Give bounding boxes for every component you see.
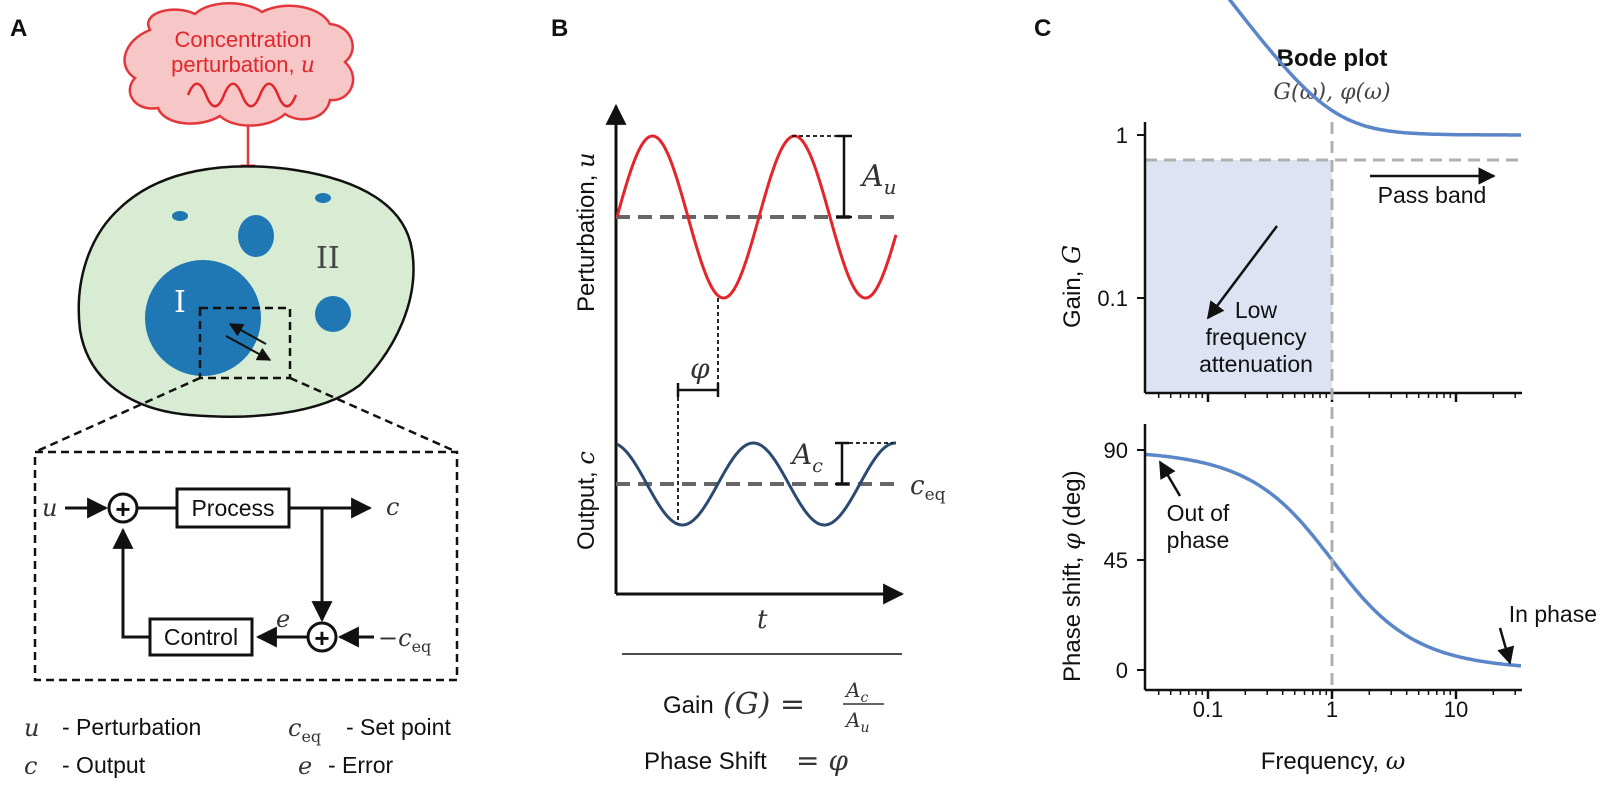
nucleus-large: [145, 260, 261, 376]
zoom-box: [198, 306, 292, 380]
compartment-2-label: II: [316, 241, 340, 276]
block-diagram-frame: [33, 450, 459, 682]
low-freq-line1: Low: [1235, 297, 1278, 323]
x-tick-label-01: 0.1: [1193, 697, 1224, 722]
out-of-phase-line1: Out of: [1167, 500, 1230, 526]
out-of-phase-arrow: [1158, 460, 1182, 497]
cloud-line1: Concentration: [175, 27, 312, 52]
control-feedback-arrow: [112, 527, 150, 639]
phase-ytick-label-0: 0: [1116, 658, 1128, 683]
in-phase-arrow: [1497, 627, 1515, 665]
panel-a-letter: A: [10, 15, 27, 42]
signal-e: e: [276, 605, 290, 633]
ceq-label: ceq: [910, 471, 946, 505]
cloud-line2: perturbation, u: [171, 52, 315, 78]
b-xlabel-t: t: [757, 605, 768, 635]
control-label: Control: [164, 624, 238, 650]
bode-subtitle: G(ω), φ(ω): [1273, 80, 1390, 105]
phi-label: φ: [690, 352, 710, 385]
gain-denominator: Au: [844, 708, 869, 736]
gain-ytick-label-1: 1: [1116, 123, 1128, 148]
panel-a: A Concentration perturbation, u I II u +…: [10, 2, 459, 780]
perturbation-cloud: [123, 2, 355, 127]
legend-u-text: - Perturbation: [62, 714, 201, 740]
legend-ceq-sym: ceq: [288, 714, 321, 746]
panel-c-letter: C: [1034, 15, 1051, 42]
panel-b-letter: B: [551, 15, 568, 42]
exchange-arrow-forward: [225, 335, 272, 361]
panel-c: C Bode plot G(ω), φ(ω) 1 0.1 Gain, G Pas…: [1034, 0, 1597, 775]
signal-u: u: [42, 494, 57, 522]
low-freq-line3: attenuation: [1199, 351, 1313, 377]
bode-xlabel: Frequency, ω: [1261, 747, 1406, 775]
phase-ylabel: Phase shift, φ (deg): [1058, 470, 1086, 682]
droplet-2: [315, 296, 351, 332]
gain-x-ticks: [1157, 393, 1516, 402]
x-tick-label-1: 1: [1326, 697, 1338, 722]
compartment-1-label: I: [174, 285, 186, 320]
bode-title: Bode plot: [1277, 45, 1388, 72]
zoom-line-right: [289, 376, 458, 454]
amp-u-label: Au: [859, 159, 897, 199]
control-block: [148, 617, 254, 657]
panel-b: B Perturbation, u Output, c t Au Ac ceq …: [551, 15, 946, 777]
phase-eq: = φ: [796, 744, 848, 777]
pass-band-label: Pass band: [1378, 182, 1487, 208]
zoom-line-left: [34, 376, 201, 454]
phase-ytick-label-45: 45: [1104, 548, 1128, 573]
low-freq-arrow: [1206, 225, 1278, 320]
gain-curve: [1227, 0, 1521, 137]
output-wave: [616, 441, 896, 527]
droplet-4: [315, 193, 331, 203]
legend-e-sym: e: [298, 752, 312, 780]
cloud-wave-icon: [186, 82, 298, 108]
gain-word: Gain: [663, 692, 714, 719]
droplet-3: [172, 211, 188, 221]
gain-G: (G) =: [723, 687, 805, 722]
process-label: Process: [191, 495, 274, 521]
process-block: [175, 487, 291, 529]
gain-numerator: Ac: [844, 678, 868, 706]
signal-ceq: −ceq: [378, 624, 431, 656]
out-of-phase-line2: phase: [1167, 527, 1230, 553]
x-tick-label-10: 10: [1444, 697, 1468, 722]
legend-e-text: - Error: [328, 752, 394, 778]
amp-c-label: Ac: [789, 438, 823, 477]
sum-top-plus: +: [115, 494, 130, 524]
b-ylabel-top: Perturbation, u: [572, 152, 600, 312]
signal-c: c: [386, 493, 399, 521]
low-freq-line2: frequency: [1205, 324, 1307, 350]
legend-u-sym: u: [24, 714, 39, 742]
phase-ytick-label-90: 90: [1104, 438, 1128, 463]
in-phase-label: In phase: [1509, 601, 1597, 627]
b-ylabel-bottom: Output, c: [572, 451, 600, 550]
sum-bottom-plus: +: [314, 623, 329, 653]
exchange-arrow-back: [228, 323, 267, 345]
legend-ceq-text: - Set point: [346, 714, 451, 740]
phase-x-ticks: [1157, 690, 1516, 699]
legend-a: u - Perturbation c - Output ceq - Set po…: [24, 714, 451, 780]
gain-ylabel: Gain, G: [1058, 245, 1086, 328]
perturbation-wave: [615, 134, 898, 300]
droplet-1: [238, 215, 274, 257]
legend-c-text: - Output: [62, 752, 146, 778]
gain-ytick-label-01: 0.1: [1097, 286, 1128, 311]
phase-word: Phase Shift: [644, 748, 767, 775]
legend-c-sym: c: [24, 752, 37, 780]
